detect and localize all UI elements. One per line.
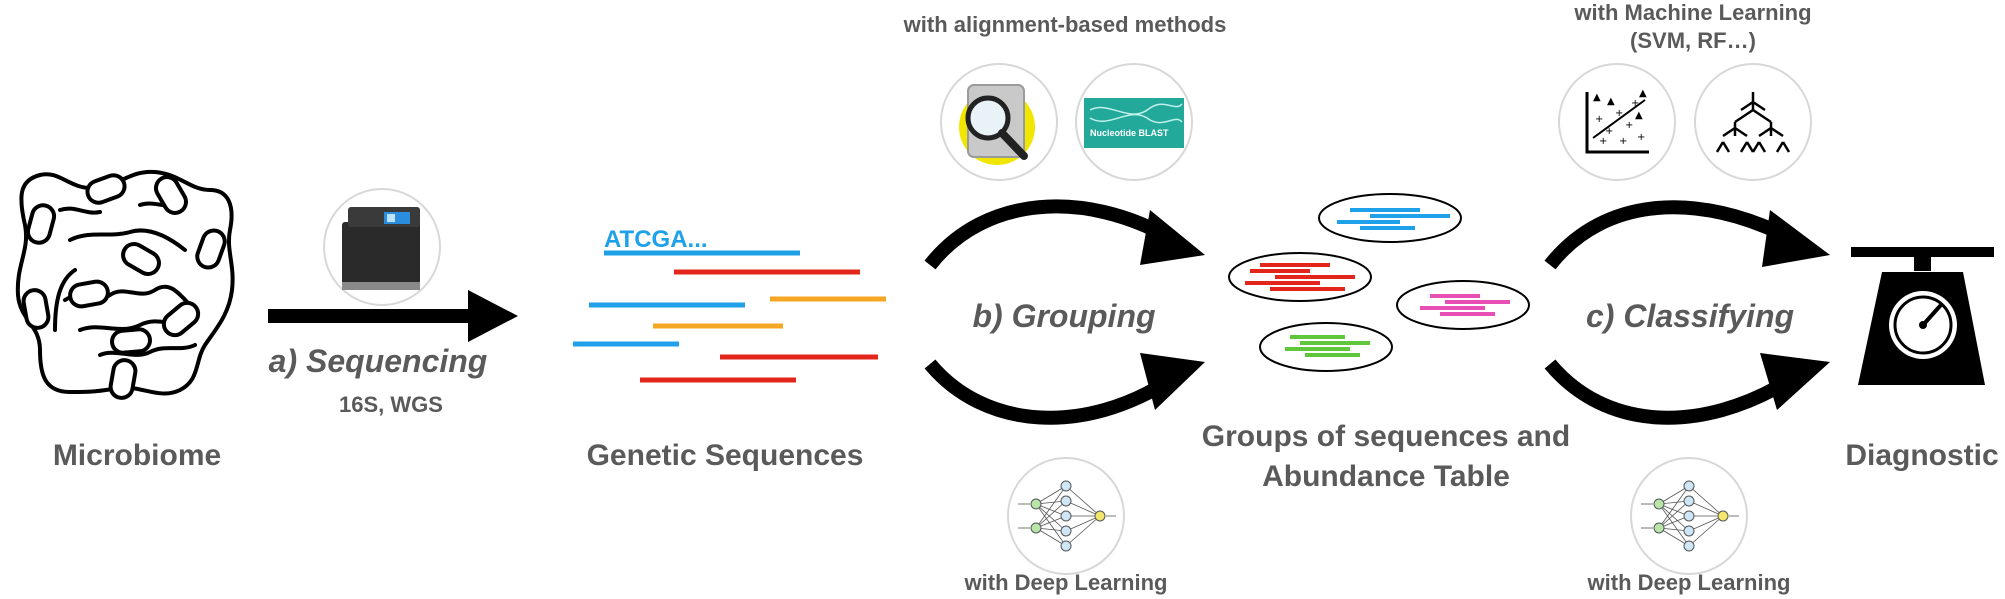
database-search-icon (940, 63, 1058, 181)
sequencing-sub-label: 16S, WGS (339, 392, 443, 417)
blast-label: Nucleotide BLAST (1090, 128, 1169, 138)
svg-text:+: + (1599, 136, 1607, 147)
sequencer-icon (323, 188, 441, 306)
diagnostic-label: Diagnostic (1845, 439, 1999, 472)
groups-label-line2: Abundance Table (1262, 460, 1510, 493)
sequence-start-label: ATCGA... (604, 226, 708, 253)
sequencing-step-label: a) Sequencing (268, 343, 488, 379)
neural-network-icon (1630, 457, 1748, 575)
svg-text:+: + (1637, 132, 1645, 143)
svg-text:+: + (1595, 114, 1603, 125)
sequencing-arrow (268, 290, 518, 342)
svg-text:+: + (1605, 126, 1613, 137)
svg-text:+: + (1631, 98, 1639, 109)
group-red (1228, 252, 1372, 302)
ml-label-line2: (SVM, RF…) (1630, 28, 1756, 53)
microbiome-label: Microbiome (52, 439, 222, 472)
svg-text:+: + (1625, 120, 1633, 131)
scale-icon (1851, 247, 1994, 385)
svg-text:▲: ▲ (1607, 96, 1615, 107)
genetic-sequences-label: Genetic Sequences (586, 439, 864, 472)
svg-text:+: + (1615, 108, 1623, 119)
classifying-step-label: c) Classifying (1585, 298, 1795, 334)
classifying-arrows (1544, 200, 1830, 425)
svg-text:▲: ▲ (1593, 92, 1601, 103)
svg-text:+: + (1619, 136, 1627, 147)
grouping-step-label: b) Grouping (972, 298, 1156, 334)
deep-learning-classifying-label: with Deep Learning (1587, 570, 1791, 595)
group-green (1259, 322, 1393, 372)
ml-label-line1: with Machine Learning (1574, 0, 1812, 25)
grouping-arrows (924, 199, 1205, 425)
neural-network-icon (1007, 457, 1125, 575)
group-blue (1318, 193, 1462, 243)
svg-text:▲: ▲ (1639, 88, 1647, 99)
sequence-groups (1228, 193, 1530, 372)
sequence-lines (573, 250, 886, 383)
groups-label-line1: Groups of sequences and (1201, 420, 1571, 453)
svg-text:▲: ▲ (1635, 110, 1643, 121)
gut-icon (15, 169, 235, 400)
group-pink (1396, 280, 1530, 330)
scatter-regression-icon: ++++ ++++ ▲▲▲▲ (1558, 63, 1676, 181)
blast-icon: Nucleotide BLAST (1075, 63, 1193, 181)
alignment-methods-label: with alignment-based methods (903, 12, 1227, 37)
deep-learning-grouping-label: with Deep Learning (964, 570, 1168, 595)
decision-tree-icon (1694, 63, 1812, 181)
